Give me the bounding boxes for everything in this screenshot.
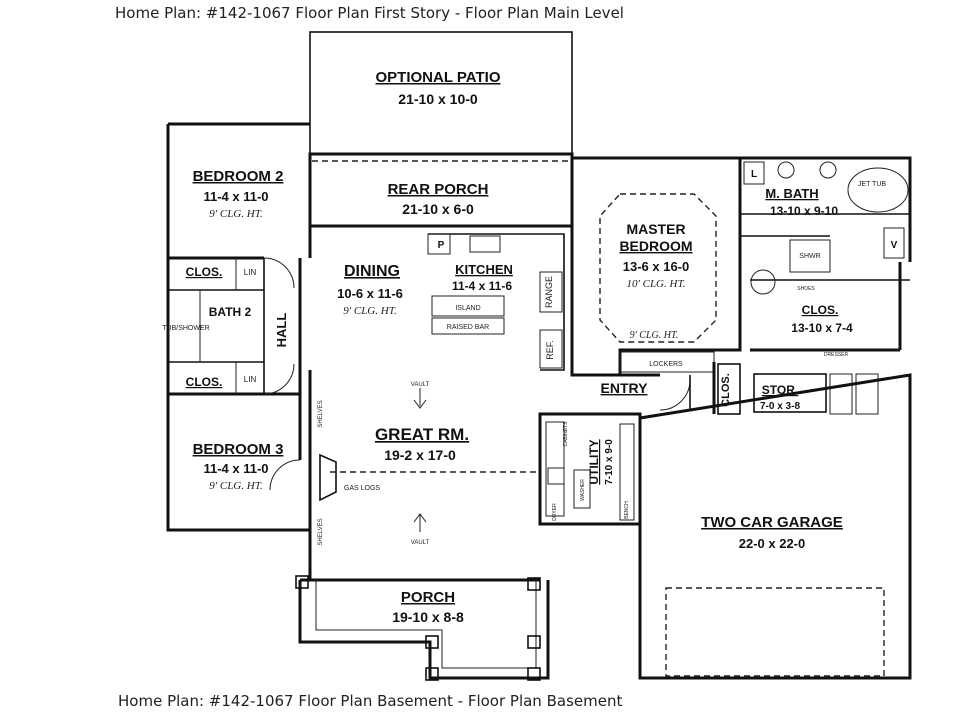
bedroom3-name: BEDROOM 3 bbox=[193, 441, 284, 458]
master-bedroom-ceiling: 10' CLG. HT. bbox=[627, 278, 686, 290]
porch-name: PORCH bbox=[401, 589, 455, 606]
entry-label: ENTRY bbox=[601, 380, 649, 396]
great-room-name: GREAT RM. bbox=[375, 425, 469, 444]
utility-name: UTILITY bbox=[587, 439, 601, 484]
ref-label: REF. bbox=[545, 340, 555, 360]
cabinets-label: CABINETS bbox=[563, 421, 569, 447]
shower-icon bbox=[789, 239, 831, 273]
storage-dims: 7-0 x 3-8 bbox=[760, 401, 800, 412]
vault-arrow-up-icon bbox=[413, 513, 427, 532]
kitchen-name: KITCHEN bbox=[455, 262, 513, 277]
master-bedroom-ceiling2: 9' CLG. HT. bbox=[630, 330, 679, 341]
washer-label: WASHER bbox=[580, 479, 586, 501]
clos-lower: CLOS. bbox=[186, 375, 223, 389]
great-room-dims: 19-2 x 17-0 bbox=[384, 447, 456, 463]
optional-patio-dims: 21-10 x 10-0 bbox=[398, 91, 478, 107]
top-caption: Home Plan: #142-1067 Floor Plan First St… bbox=[115, 4, 624, 22]
dresser-label: DRESSER bbox=[824, 352, 849, 358]
master-tray-ceiling bbox=[599, 193, 717, 343]
lin-upper: LIN bbox=[244, 268, 257, 277]
garage-wall bbox=[638, 373, 912, 680]
garage-dims: 22-0 x 22-0 bbox=[739, 536, 806, 551]
v-box-label: V bbox=[891, 240, 898, 251]
pantry-label: P bbox=[438, 240, 445, 251]
raised-bar-label: RAISED BAR bbox=[447, 324, 489, 331]
shelves-label-upper: SHELVES bbox=[318, 400, 324, 427]
kitchen-dims: 11-4 x 11-6 bbox=[452, 279, 512, 293]
rear-porch-dims: 21-10 x 6-0 bbox=[402, 201, 474, 217]
bedroom2-name: BEDROOM 2 bbox=[193, 168, 284, 185]
dining-ceiling: 9' CLG. HT. bbox=[343, 305, 397, 317]
range-label: RANGE bbox=[544, 276, 554, 308]
master-closet-dims: 13-10 x 7-4 bbox=[791, 321, 853, 335]
raised-bar bbox=[431, 317, 505, 335]
garage-door bbox=[665, 587, 885, 677]
jet-tub-icon bbox=[847, 167, 909, 213]
master-bedroom-name1: MASTER bbox=[626, 221, 685, 237]
bedroom3-ceiling: 9' CLG. HT. bbox=[209, 480, 263, 492]
bedroom3-dims: 11-4 x 11-0 bbox=[203, 461, 268, 476]
clos-upper: CLOS. bbox=[186, 265, 223, 279]
closet-short-label: CLOS. bbox=[720, 373, 732, 407]
dining-dims: 10-6 x 11-6 bbox=[337, 286, 403, 301]
master-closet-name: CLOS. bbox=[802, 303, 839, 317]
kitchen-island bbox=[431, 295, 505, 317]
lin-lower: LIN bbox=[244, 375, 257, 384]
dining-name: DINING bbox=[344, 263, 400, 280]
master-bath-name: M. BATH bbox=[765, 186, 818, 201]
rear-porch-name: REAR PORCH bbox=[388, 181, 489, 198]
gas-logs-label: GAS LOGS bbox=[344, 485, 381, 492]
shelves-label-lower: SHELVES bbox=[318, 518, 324, 545]
master-bedroom-name2: BEDROOM bbox=[619, 238, 692, 254]
fireplace bbox=[319, 453, 337, 502]
island-label: ISLAND bbox=[455, 305, 480, 312]
front-porch-wall bbox=[298, 580, 550, 680]
hall-label: HALL bbox=[274, 313, 289, 348]
garage-name: TWO CAR GARAGE bbox=[701, 514, 843, 531]
utility-dims: 7-10 x 9-0 bbox=[604, 439, 615, 485]
bath2-label: BATH 2 bbox=[209, 305, 252, 319]
optional-patio-name: OPTIONAL PATIO bbox=[375, 69, 500, 86]
master-bath-dims: 13-10 x 9-10 bbox=[770, 204, 838, 218]
shoes-label: SHOES bbox=[797, 286, 815, 292]
vault-label-top: VAULT bbox=[411, 382, 430, 388]
l-box-label: L bbox=[751, 169, 757, 180]
shower-label: SHWR bbox=[799, 253, 820, 260]
bedroom2-ceiling: 9' CLG. HT. bbox=[209, 208, 263, 220]
bench-label: BENCH bbox=[624, 501, 630, 519]
dryer-label: DRYER bbox=[552, 503, 558, 521]
bedroom2-dims: 11-4 x 11-0 bbox=[203, 189, 268, 204]
bottom-caption: Home Plan: #142-1067 Floor Plan Basement… bbox=[118, 692, 623, 710]
jet-tub-label: JET TUB bbox=[858, 181, 886, 188]
storage-name: STOR. bbox=[762, 383, 798, 397]
master-bedroom-dims: 13-6 x 16-0 bbox=[623, 259, 690, 274]
tub-shower-label: TUB/SHOWER bbox=[162, 325, 209, 332]
porch-dims: 19-10 x 8-8 bbox=[392, 609, 464, 625]
vault-arrow-down-icon bbox=[413, 388, 427, 409]
lockers-label: LOCKERS bbox=[649, 361, 683, 368]
vault-label-bottom: VAULT bbox=[411, 540, 430, 546]
